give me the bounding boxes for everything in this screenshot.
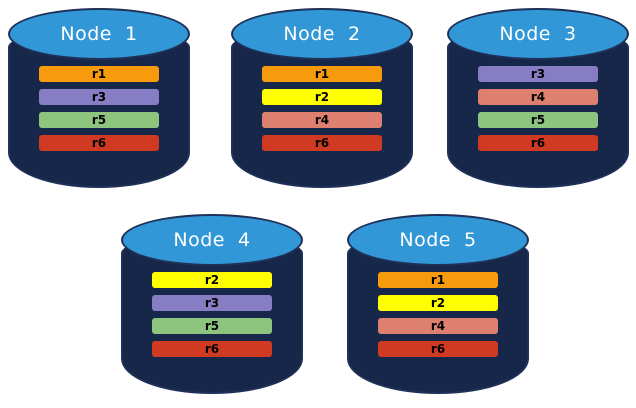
node-4[interactable]: Node 4 r2 r3 r5 r6 [121,214,303,400]
node-label: Node 2 [283,23,361,45]
record-bar[interactable]: r3 [478,66,598,82]
cylinder-top-ellipse [347,214,529,266]
record-list: r1 r2 r4 r6 [262,66,382,151]
record-bar[interactable]: r2 [152,272,272,288]
record-bar[interactable]: r5 [478,112,598,128]
node-3[interactable]: Node 3 r3 r4 r5 r6 [447,8,629,194]
node-label: Node 4 [173,229,251,251]
node-5[interactable]: Node 5 r1 r2 r4 r6 [347,214,529,400]
record-bar[interactable]: r6 [478,135,598,151]
node-label: Node 3 [499,23,577,45]
record-list: r1 r3 r5 r6 [39,66,159,151]
record-list: r1 r2 r4 r6 [378,272,498,357]
cylinder-top-ellipse [447,8,629,60]
node-label: Node 5 [399,229,477,251]
cylinder-body [447,28,629,188]
cylinder-top-ellipse [8,8,190,60]
record-bar[interactable]: r4 [378,318,498,334]
record-list: r3 r4 r5 r6 [478,66,598,151]
cylinder-top-ellipse [231,8,413,60]
record-bar[interactable]: r4 [478,89,598,105]
record-bar[interactable]: r4 [262,112,382,128]
record-bar[interactable]: r5 [39,112,159,128]
node-1[interactable]: Node 1 r1 r3 r5 r6 [8,8,190,194]
node-2[interactable]: Node 2 r1 r2 r4 r6 [231,8,413,194]
record-bar[interactable]: r6 [152,341,272,357]
node-label: Node 1 [60,23,138,45]
record-bar[interactable]: r2 [378,295,498,311]
record-bar[interactable]: r3 [152,295,272,311]
record-bar[interactable]: r6 [39,135,159,151]
cylinder-top-ellipse [121,214,303,266]
record-bar[interactable]: r6 [378,341,498,357]
record-bar[interactable]: r1 [378,272,498,288]
record-bar[interactable]: r5 [152,318,272,334]
record-bar[interactable]: r6 [262,135,382,151]
record-bar[interactable]: r3 [39,89,159,105]
record-list: r2 r3 r5 r6 [152,272,272,357]
record-bar[interactable]: r2 [262,89,382,105]
record-bar[interactable]: r1 [262,66,382,82]
record-bar[interactable]: r1 [39,66,159,82]
